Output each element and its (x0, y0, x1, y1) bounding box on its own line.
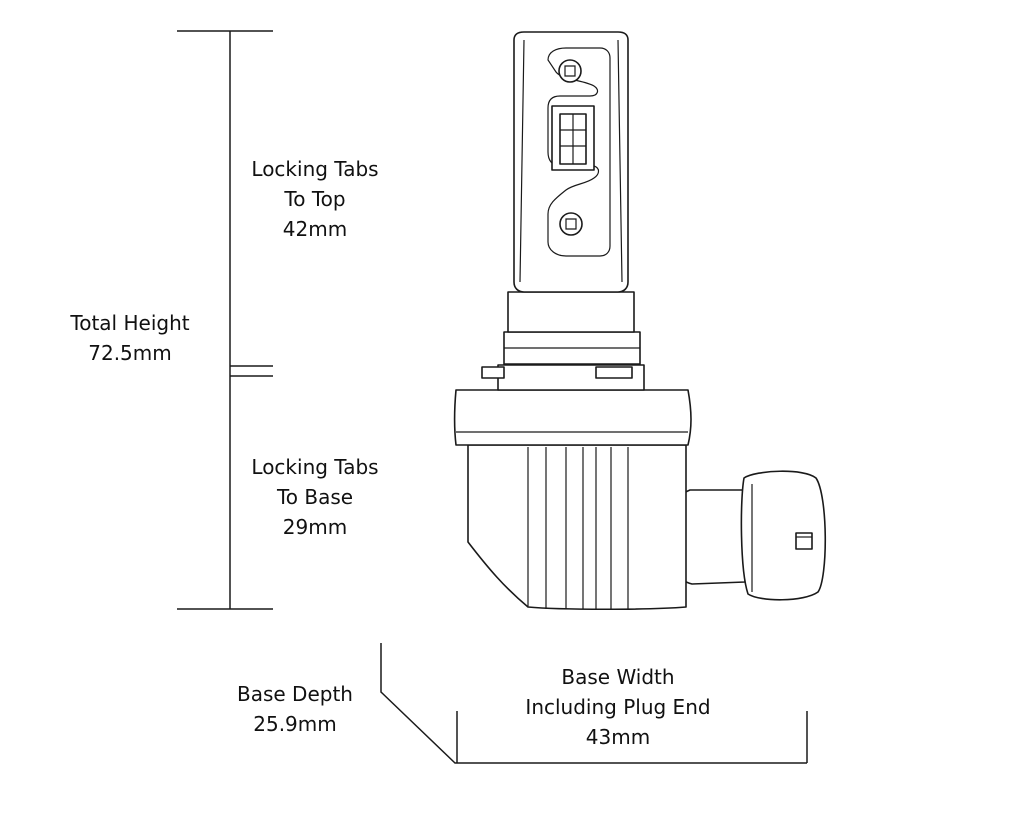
locking-tab-right (595, 366, 633, 379)
label-tabs-to-base: Locking Tabs To Base 29mm (215, 452, 415, 542)
label-base-depth-line2: 25.9mm (253, 712, 337, 736)
label-tabs-to-top-line1: Locking Tabs (251, 157, 379, 181)
screw-bottom (559, 212, 583, 236)
label-tabs-to-base-line3: 29mm (282, 515, 348, 539)
label-total-height-line1: Total Height (70, 311, 190, 335)
label-tabs-to-base-line2: To Base (276, 485, 354, 509)
label-base-depth-line1: Base Depth (237, 682, 353, 706)
neck-upper (507, 291, 635, 333)
label-tabs-to-top-line2: To Top (284, 187, 346, 211)
label-tabs-to-top-line3: 42mm (282, 217, 348, 241)
plug-tab (795, 532, 813, 550)
label-base-depth: Base Depth 25.9mm (205, 679, 385, 739)
screw-top (558, 59, 582, 83)
label-base-width-line1: Base Width (561, 665, 675, 689)
base-body (467, 444, 687, 611)
label-base-width-line3: 43mm (585, 725, 651, 749)
bulb-illustration (453, 31, 827, 611)
label-tabs-to-top: Locking Tabs To Top 42mm (215, 154, 415, 244)
label-base-width-line2: Including Plug End (525, 695, 711, 719)
plug-end-cap (740, 470, 827, 601)
label-tabs-to-base-line1: Locking Tabs (251, 455, 379, 479)
label-base-width: Base Width Including Plug End 43mm (498, 662, 738, 752)
locking-tab-left (481, 366, 505, 379)
base-dimension-lines (380, 643, 808, 764)
base-collar (453, 389, 692, 446)
label-total-height: Total Height 72.5mm (40, 308, 220, 368)
height-dimension-lines (177, 30, 273, 610)
label-total-height-line2: 72.5mm (88, 341, 172, 365)
